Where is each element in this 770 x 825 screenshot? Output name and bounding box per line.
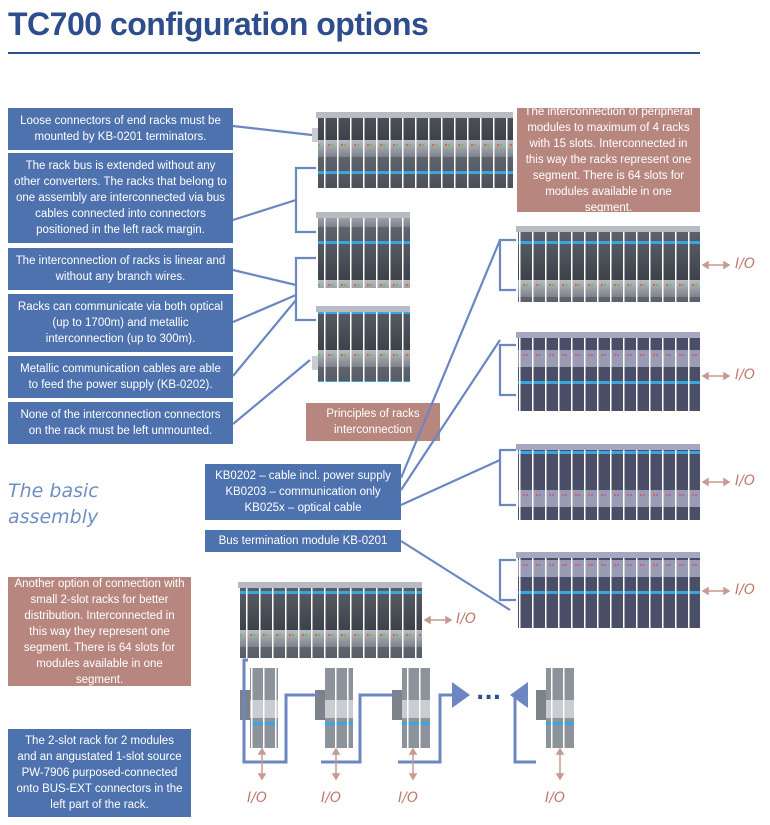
rack-segment-3 bbox=[516, 444, 700, 520]
rack-segment-4 bbox=[516, 552, 700, 628]
note-peripheral-segment: The interconnection of peripheral module… bbox=[517, 106, 700, 214]
note-optical-metallic: Racks can communicate via both optical (… bbox=[8, 294, 233, 352]
note-linear-interconnection: The interconnection of racks is linear a… bbox=[8, 248, 233, 290]
connector-lines bbox=[232, 124, 516, 611]
io-label-segment-1: I/O bbox=[735, 256, 755, 272]
cable-type-kb0202: KB0202 – cable incl. power supply bbox=[215, 470, 391, 482]
note-power-supply-cable: Metallic communication cables are able t… bbox=[8, 356, 233, 398]
label-principles-interconnection: Principles of racks interconnection bbox=[306, 403, 440, 441]
io-label-segment-3: I/O bbox=[735, 473, 755, 489]
io-label-small-2: I/O bbox=[321, 790, 341, 806]
cable-type-kb025x: KB025x – optical cable bbox=[244, 502, 362, 514]
rack-lower-main bbox=[238, 582, 422, 658]
rack-segment-2 bbox=[516, 332, 700, 411]
io-label-small-1: I/O bbox=[247, 790, 267, 806]
io-arrows bbox=[257, 260, 731, 781]
cable-type-kb0203: KB0203 – communication only bbox=[225, 486, 381, 498]
title-divider bbox=[8, 52, 700, 54]
label-bus-termination: Bus termination module KB-0201 bbox=[205, 530, 401, 552]
arrow-right-icon bbox=[452, 682, 470, 708]
io-label-segment-4: I/O bbox=[735, 582, 755, 598]
legend-cable-types: KB0202 – cable incl. power supply KB0203… bbox=[205, 464, 401, 520]
rack-basic-bottom bbox=[312, 306, 410, 382]
small-rack-links bbox=[242, 658, 536, 764]
arrow-left-icon bbox=[510, 682, 528, 708]
small-rack-1 bbox=[240, 668, 278, 748]
io-label-small-4: I/O bbox=[545, 790, 565, 806]
note-connectors-mounted: None of the interconnection connectors o… bbox=[8, 402, 233, 444]
rack-basic-middle bbox=[316, 212, 410, 288]
rack-basic-top bbox=[312, 112, 513, 188]
small-rack-4 bbox=[536, 668, 574, 748]
note-rack-bus-extension: The rack bus is extended without any oth… bbox=[8, 153, 233, 243]
small-rack-3 bbox=[392, 668, 430, 748]
rack-segment-1 bbox=[516, 226, 700, 302]
note-end-rack-terminators: Loose connectors of end racks must be mo… bbox=[8, 108, 233, 150]
io-label-small-3: I/O bbox=[398, 790, 418, 806]
io-label-lower-rack: I/O bbox=[456, 611, 476, 627]
page-title: TC700 configuration options bbox=[8, 6, 429, 42]
label-basic-assembly: The basic assembly bbox=[8, 480, 99, 528]
small-rack-2 bbox=[315, 668, 353, 748]
ellipsis-more-racks: ... bbox=[476, 680, 502, 705]
io-label-segment-2: I/O bbox=[735, 367, 755, 383]
note-two-slot-rack: The 2-slot rack for 2 modules and an ang… bbox=[8, 729, 191, 817]
note-small-racks: Another option of connection with small … bbox=[8, 577, 191, 686]
